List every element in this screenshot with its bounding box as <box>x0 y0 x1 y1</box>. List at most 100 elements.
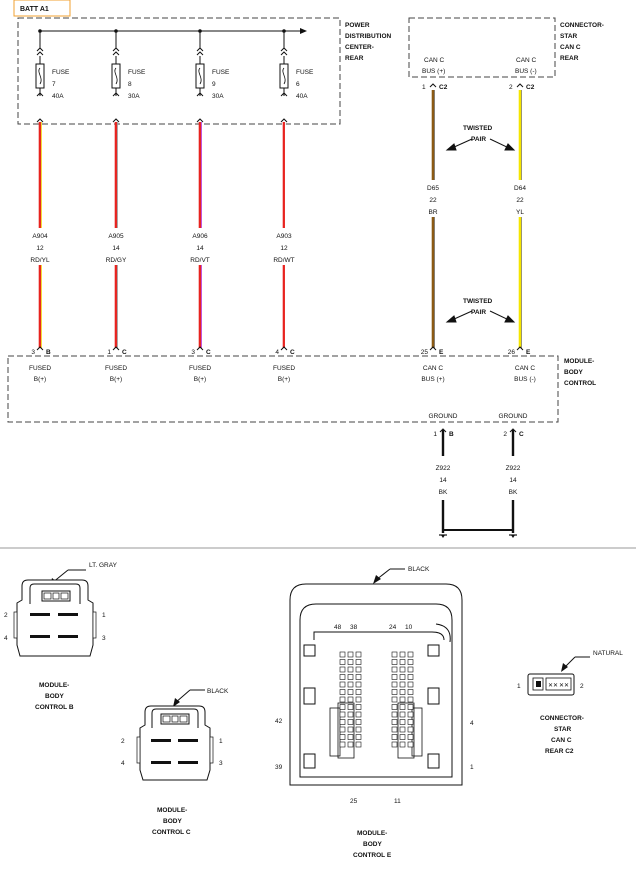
twisted-pair-label-upper: TWISTED PAIR <box>463 125 493 143</box>
wire-gauge: 14 <box>196 245 204 252</box>
connector-e-cavity <box>355 711 362 718</box>
connector-id: E <box>526 349 531 356</box>
connector-e-cavity <box>391 674 398 680</box>
pin-chevron-icon <box>196 346 204 351</box>
wire-color-code: BK <box>509 489 518 496</box>
connector-e-cavity <box>399 741 406 748</box>
svg-text:TWISTED: TWISTED <box>463 125 493 132</box>
pin-chevron-icon <box>36 346 44 351</box>
svg-text:REAR C2: REAR C2 <box>545 748 574 755</box>
svg-text:BODY: BODY <box>163 818 182 825</box>
connector-c2-pin-1: 1 <box>517 683 521 690</box>
connector-b-pin-3: 3 <box>102 635 106 642</box>
connector-e-cavity <box>407 711 414 718</box>
svg-text:BUS (+): BUS (+) <box>422 68 445 75</box>
connector-e-cavity <box>399 651 406 658</box>
svg-text:CONTROL E: CONTROL E <box>353 852 392 859</box>
fuse-label: FUSE <box>296 69 314 76</box>
twisted-pair-arrows-lower <box>445 310 516 323</box>
fuse-input-chevron-icon <box>196 47 204 52</box>
connector-e-cavity <box>339 689 346 695</box>
pin-number: 2 <box>509 84 513 91</box>
connector-e-cavity <box>391 651 398 658</box>
connector-e-cavity <box>407 689 414 695</box>
wire-color-code: BK <box>439 489 448 496</box>
connector-e-cavity <box>399 704 406 710</box>
wire-circuit-id: A906 <box>192 233 208 240</box>
fuse-input-chevron-icon <box>280 51 288 56</box>
connector-e-cavity <box>355 674 362 680</box>
connector-id: C <box>122 349 127 356</box>
connector-e-cavity <box>391 681 398 688</box>
wire-color-code: BR <box>428 209 437 216</box>
connector-e-cavity <box>407 651 414 658</box>
connector-c-pin-1: 1 <box>219 738 223 745</box>
module-pin-c-4: 4 C FUSED B(+) <box>273 346 295 383</box>
svg-text:CONTROL B: CONTROL B <box>35 704 74 711</box>
pin-function: FUSED <box>273 365 295 372</box>
pin-function-detail: B(+) <box>34 376 46 383</box>
pdc-terminal-chevron-icon <box>112 118 120 123</box>
connector-b-color: LT. GRAY <box>89 562 118 569</box>
connector-e-cavity <box>339 741 346 748</box>
connector-e-cavity <box>347 711 354 718</box>
svg-text:DISTRIBUTION: DISTRIBUTION <box>345 33 392 40</box>
connector-e-cavity <box>399 681 406 688</box>
connector-id: B <box>449 431 454 438</box>
connector-c2-face: ✕✕ ✕✕ <box>527 656 590 696</box>
connector-e-cavity <box>347 719 354 725</box>
connector-id: C <box>290 349 295 356</box>
wire-gauge: 22 <box>429 197 437 204</box>
connector-b-face <box>13 569 97 657</box>
connector-id: C2 <box>439 84 448 91</box>
svg-text:CONNECTOR-: CONNECTOR- <box>560 22 604 29</box>
pin-number: 4 <box>275 349 279 356</box>
fuse-element-icon <box>38 67 42 85</box>
star-pin-2-label: CAN C BUS (-) <box>515 57 537 75</box>
connector-e-cavity <box>399 696 406 703</box>
svg-text:CONTROL: CONTROL <box>564 380 596 387</box>
pin-function-detail: BUS (-) <box>514 376 536 383</box>
pdc-terminal-chevron-icon <box>36 118 44 123</box>
wire-gauge: 12 <box>280 245 288 252</box>
connector-e-cavity <box>399 726 406 733</box>
connector-e-cavity <box>347 689 354 695</box>
connector-e-cavity <box>391 741 398 748</box>
wire-color-code: RD/VT <box>190 257 210 264</box>
pin-function: FUSED <box>105 365 127 372</box>
pin-function-detail: B(+) <box>278 376 290 383</box>
connector-id: C <box>519 431 524 438</box>
svg-text:CENTER-: CENTER- <box>345 44 374 51</box>
pin-chevron-icon <box>280 346 288 351</box>
connector-e-cavity <box>355 704 362 710</box>
pin-chevron-icon <box>516 346 524 351</box>
svg-text:POWER: POWER <box>345 22 370 29</box>
fuse-element-icon <box>114 67 118 85</box>
connector-e-cavity <box>407 741 414 748</box>
fuse-number: 7 <box>52 81 56 88</box>
wire-circuit-id: D65 <box>427 185 439 192</box>
connector-id: C <box>206 349 211 356</box>
connector-e-face <box>289 568 463 786</box>
wire-circuit-id: D64 <box>514 185 526 192</box>
svg-text:BODY: BODY <box>564 369 583 376</box>
svg-text:PAIR: PAIR <box>471 136 486 143</box>
connector-e-cavity <box>407 719 414 725</box>
pin-chevron-icon <box>429 346 437 351</box>
connector-e-pin-1: 1 <box>470 764 474 771</box>
connector-e-cavity <box>407 696 414 703</box>
star-pin-1-label: CAN C BUS (+) <box>422 57 445 75</box>
wire-circuit-id: Z922 <box>506 465 521 472</box>
connector-e-pin-4: 4 <box>470 720 474 727</box>
fuse-rating: 40A <box>296 93 308 100</box>
connector-e-cavity <box>407 681 414 688</box>
connector-e-cavity <box>407 734 414 740</box>
svg-text:CONTROL C: CONTROL C <box>152 829 191 836</box>
connector-id: C2 <box>526 84 535 91</box>
pin-chevron-icon <box>439 428 447 433</box>
